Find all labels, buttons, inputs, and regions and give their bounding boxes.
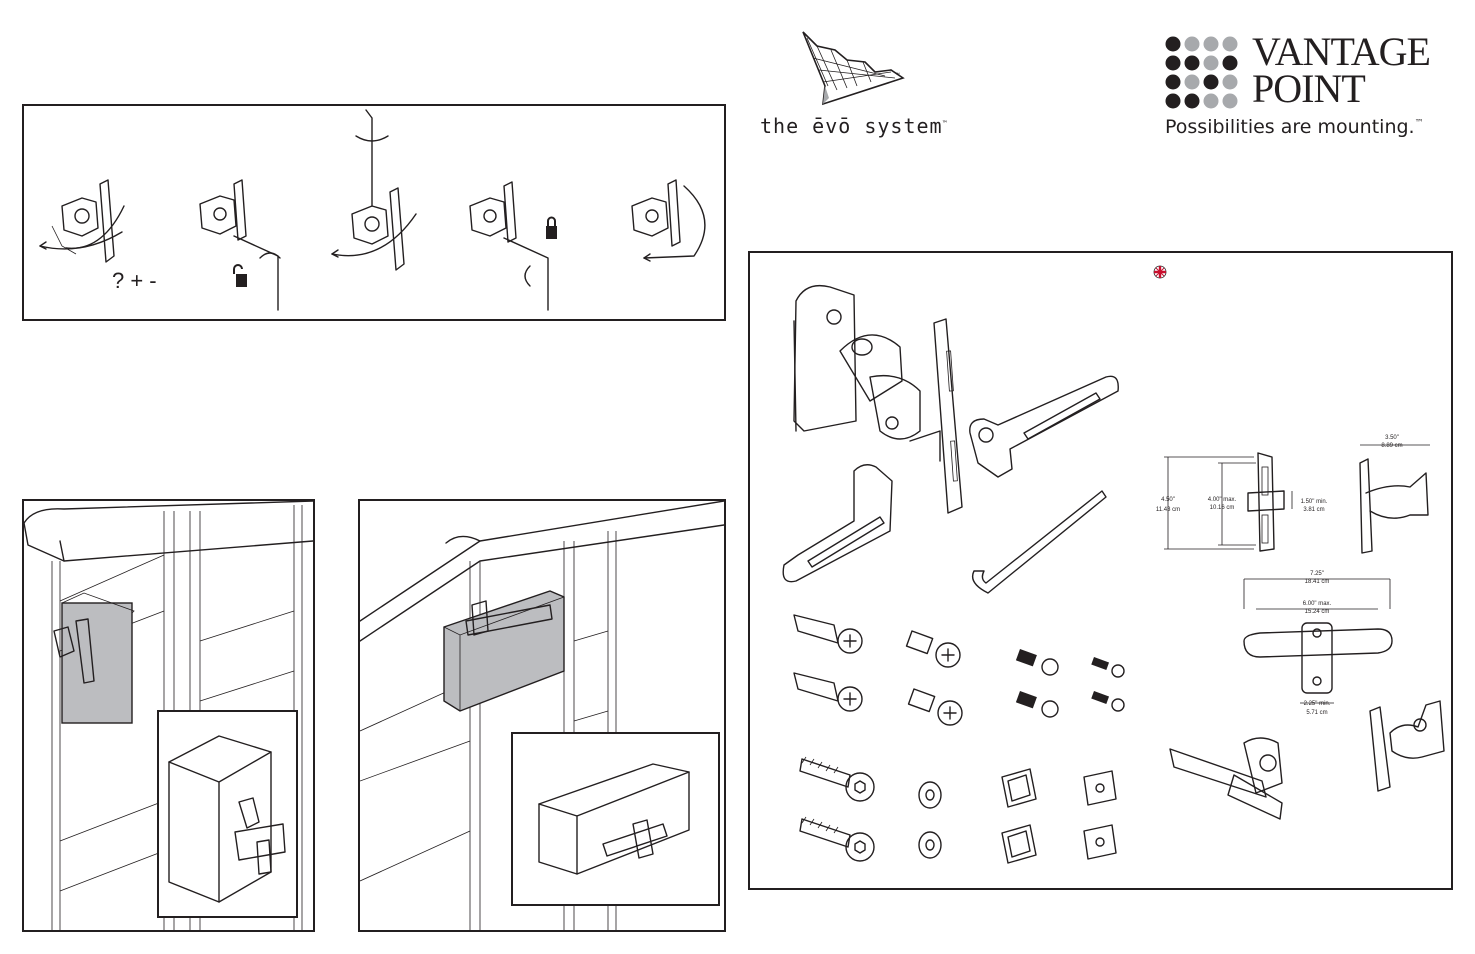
socket-cap-screw-part-2 [799, 816, 875, 862]
svg-text:3.50": 3.50" [1385, 435, 1399, 441]
company-name-line1: Vantage [1252, 29, 1431, 74]
svg-text:1.50" min.: 1.50" min. [1301, 499, 1328, 505]
bracket-step-1 [39, 179, 125, 263]
unlock-icon [233, 264, 247, 287]
logo-dot [1165, 74, 1181, 90]
step1-symbols: ? + - [112, 268, 157, 293]
dimension-bar-view [1243, 578, 1393, 704]
hex-key-icon [971, 490, 1107, 594]
l-bracket-part-2 [782, 464, 893, 583]
svg-text:18.41 cm: 18.41 cm [1305, 579, 1330, 585]
bracket-step-4 [469, 181, 549, 311]
svg-text:™: ™ [895, 72, 900, 78]
bracket-step-2 [199, 179, 281, 311]
svg-text:4.50": 4.50" [1161, 497, 1175, 503]
tiny-screw-part [1091, 657, 1125, 678]
small-screw-part-2 [1015, 691, 1059, 718]
spacer-part [1001, 768, 1037, 864]
evo-logo: ™ [795, 28, 910, 108]
tiny-screw-part-2 [1091, 691, 1125, 712]
svg-text:5.71 cm: 5.71 cm [1306, 710, 1327, 716]
svg-text:2.25" min.: 2.25" min. [1304, 701, 1331, 707]
bracket-step-3 [331, 109, 417, 271]
small-screw-part [1015, 649, 1059, 676]
svg-text:10.16 cm: 10.16 cm [1210, 505, 1235, 511]
svg-text:4.00" max.: 4.00" max. [1208, 497, 1237, 503]
logo-dot [1203, 74, 1219, 90]
logo-dot [1184, 74, 1200, 90]
assembled-bracket-view-2 [1369, 700, 1445, 792]
detail-inset-a [157, 710, 298, 918]
logo-dot [1222, 55, 1238, 71]
adjustment-steps-panel: ? + - [22, 104, 726, 321]
hex-key-icon [365, 109, 373, 207]
main-bracket-part [793, 284, 963, 514]
lock-icon [546, 216, 557, 239]
installation-view-a [22, 499, 315, 932]
svg-text:6.00" max.: 6.00" max. [1303, 601, 1332, 607]
logo-dot [1165, 55, 1181, 71]
washer-part [918, 781, 942, 859]
logo-dot [1222, 36, 1238, 52]
logo-dot [1222, 93, 1238, 109]
tagline: Possibilities are mounting.™ [1165, 116, 1424, 138]
parts-and-dimensions-panel: 4.50" 11.43 cm 4.00" max. 10.16 cm 1.50"… [748, 251, 1453, 890]
company-name: Vantage Point [1252, 29, 1431, 111]
socket-cap-screw-part [799, 756, 875, 802]
machine-screw-part-2 [907, 688, 963, 726]
square-nut-part [1083, 770, 1117, 860]
l-bracket-part [969, 375, 1119, 478]
svg-text:11.43 cm: 11.43 cm [1156, 507, 1180, 513]
logo-dot [1165, 36, 1181, 52]
logo-dot [1203, 36, 1219, 52]
assembled-bracket-view [1169, 737, 1283, 820]
logo-dot [1203, 93, 1219, 109]
svg-text:3.81 cm: 3.81 cm [1303, 507, 1324, 513]
svg-text:8.89 cm: 8.89 cm [1381, 443, 1402, 449]
logo-dot [1184, 93, 1200, 109]
dimension-front-view [1164, 452, 1293, 552]
svg-text:15.24 cm: 15.24 cm [1305, 609, 1330, 615]
detail-inset-b [511, 732, 720, 906]
vantage-point-dots-logo [1165, 36, 1241, 110]
evo-logo-text: the ēvō system™ [760, 114, 948, 138]
dimension-side-view [1359, 444, 1430, 554]
logo-dot [1203, 55, 1219, 71]
logo-dot [1184, 55, 1200, 71]
wood-screw-part-2 [793, 672, 863, 712]
svg-text:7.25": 7.25" [1310, 571, 1324, 577]
logo-dot [1184, 36, 1200, 52]
machine-screw-part [905, 630, 961, 668]
bracket-step-5 [631, 179, 706, 262]
company-name-line2: Point [1252, 66, 1366, 111]
installation-view-b [358, 499, 726, 932]
rotate-arrow-icon [65, 205, 125, 249]
logo-dot [1165, 93, 1181, 109]
uk-flag-icon [1153, 265, 1167, 279]
wood-screw-part [793, 614, 863, 654]
hex-key-icon [233, 235, 279, 311]
logo-dot [1222, 74, 1238, 90]
